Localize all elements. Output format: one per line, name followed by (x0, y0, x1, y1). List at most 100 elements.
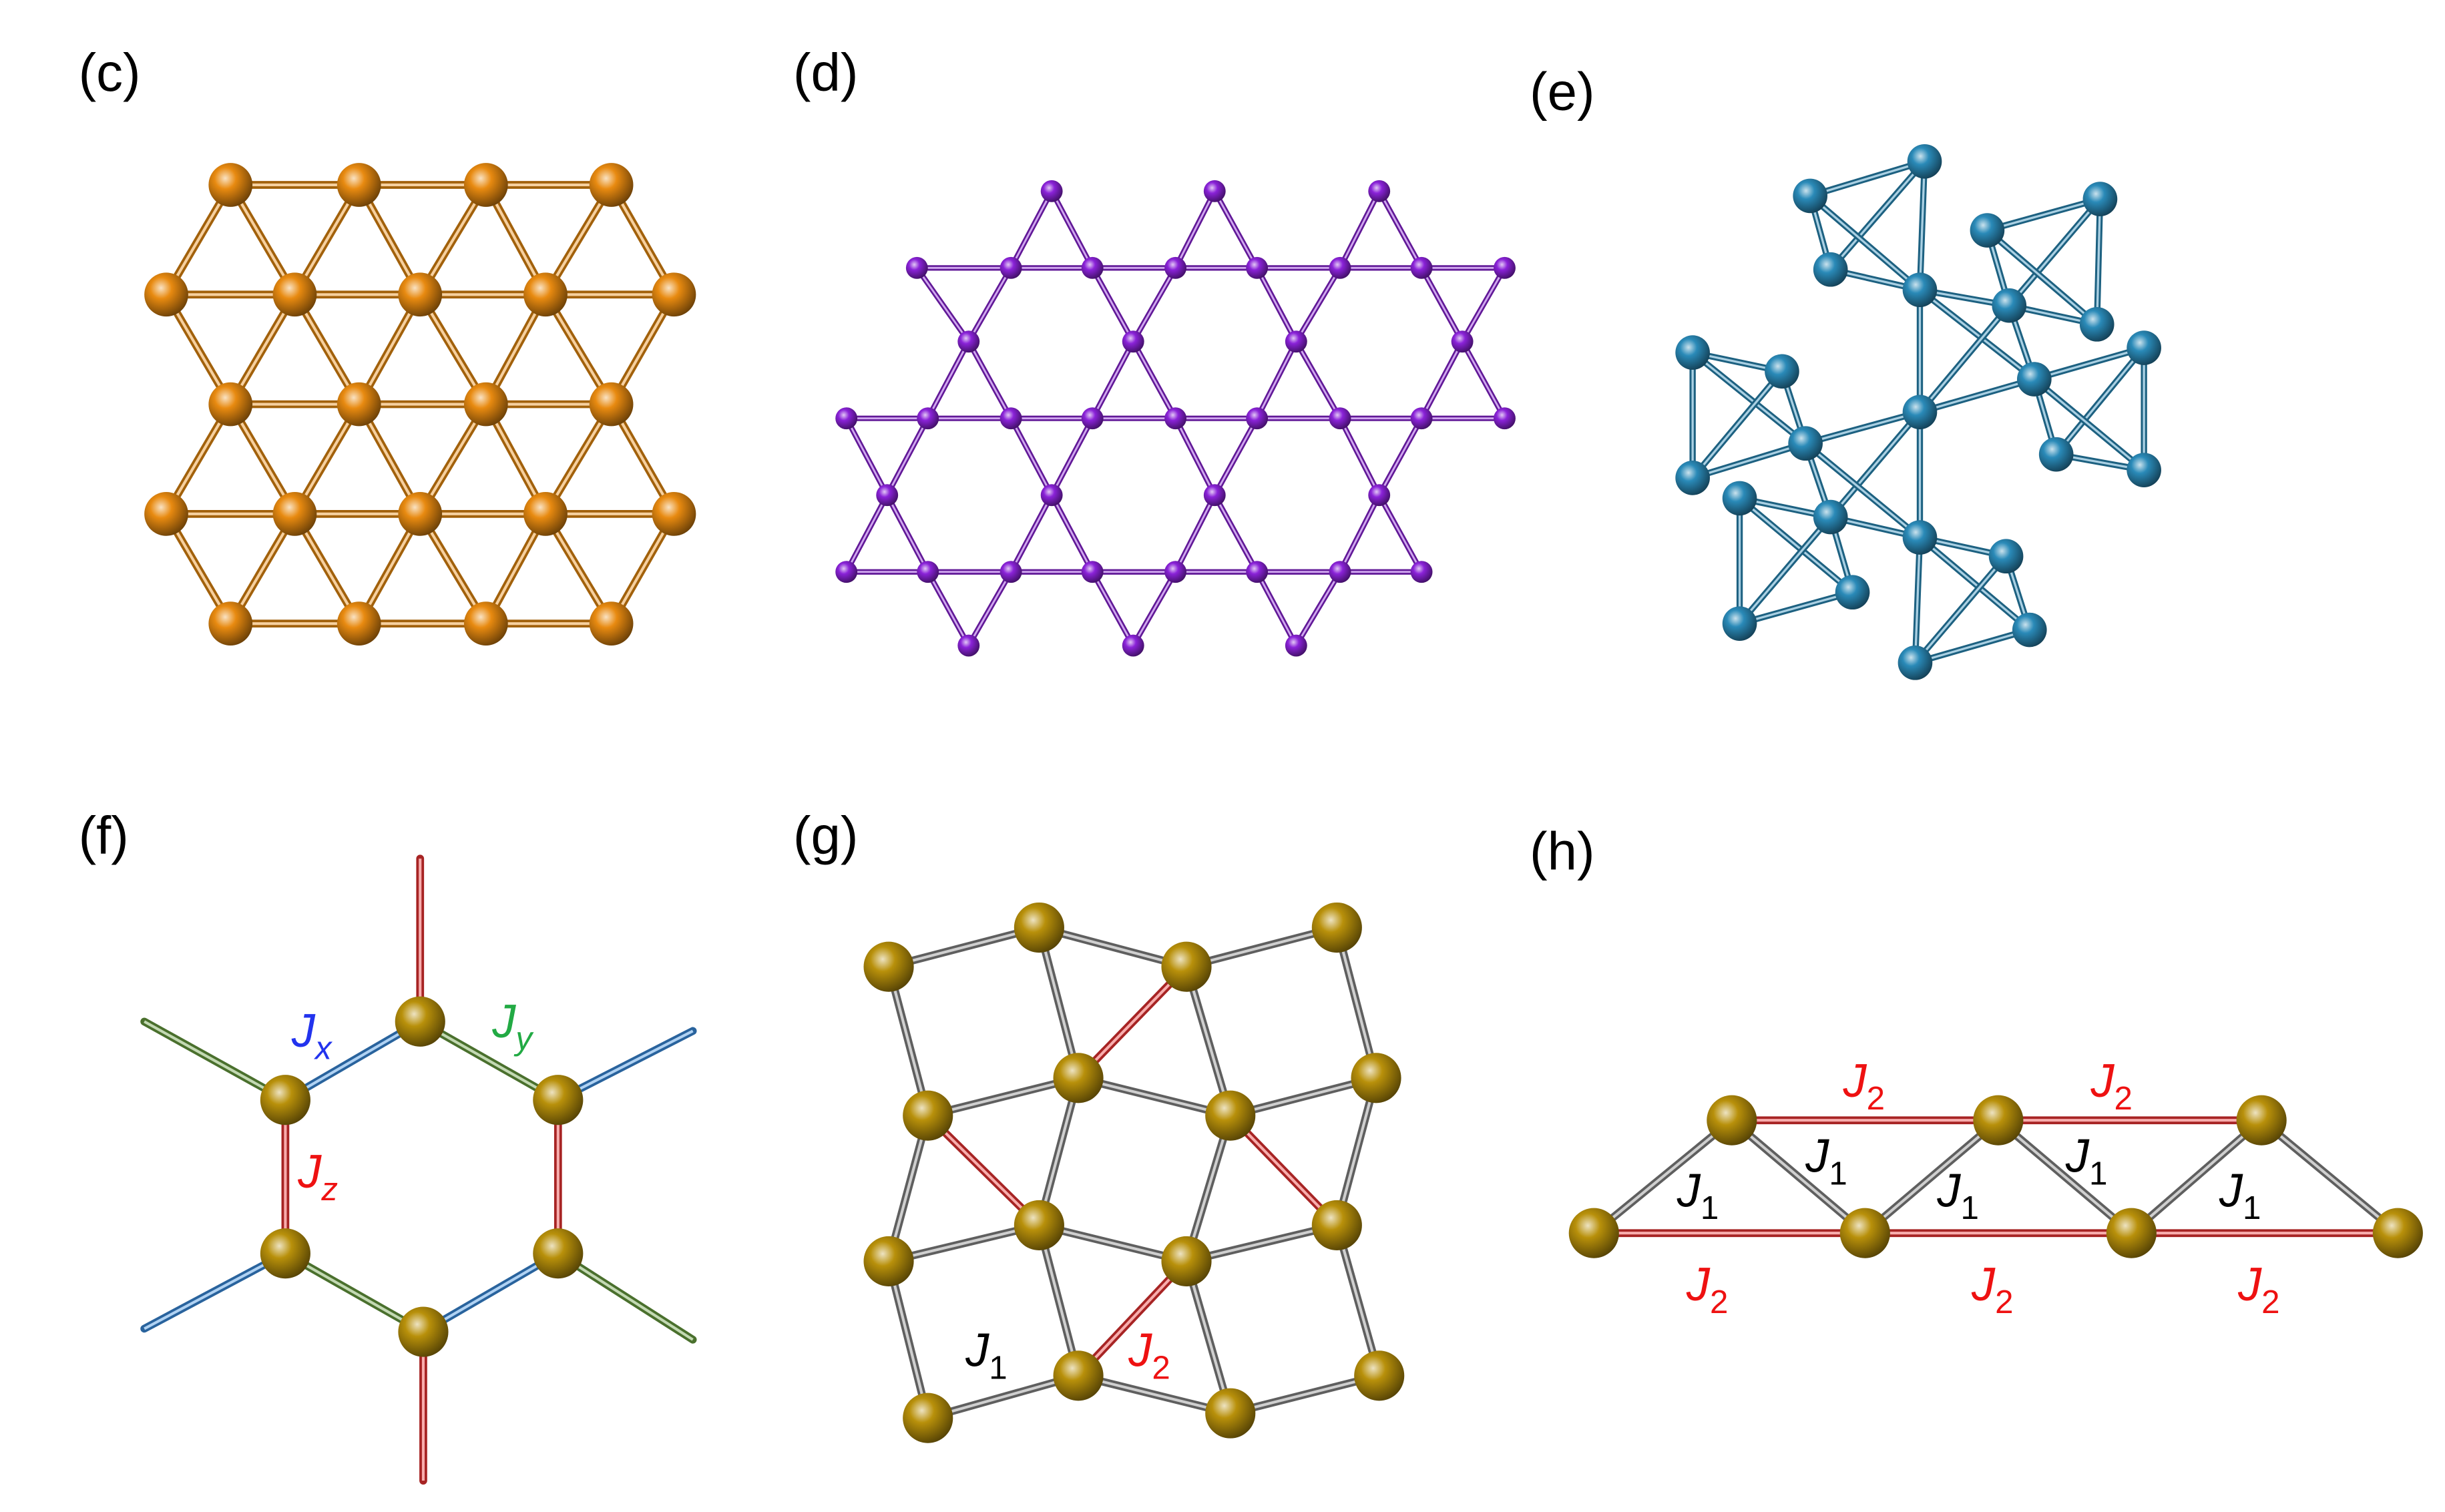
bond-kagome-highlight (967, 571, 1012, 646)
atom-g (903, 1090, 953, 1141)
coupling-subscript: 2 (1867, 1080, 1885, 1117)
bond-kagome-highlight (1420, 341, 1464, 419)
bond-pyrochlore-highlight (2034, 346, 2145, 381)
bond-j1-highlight (1038, 926, 1187, 969)
atom-c (337, 601, 381, 646)
atom-g (1014, 1200, 1064, 1251)
bond-pyrochlore-highlight (1919, 288, 2035, 381)
atom-e (1902, 520, 1938, 555)
bond-kagome-highlight (1132, 340, 1176, 419)
coupling-symbol: J (297, 1145, 322, 1198)
bond-kagome-highlight (927, 341, 970, 419)
atom-c (272, 492, 317, 536)
atom-c (463, 601, 508, 646)
atom-d (1329, 407, 1351, 430)
atom-h (1707, 1095, 1757, 1146)
atom-e (2017, 362, 2052, 397)
atom-g (863, 1236, 914, 1287)
atom-g (1354, 1350, 1405, 1401)
bond-kagome-highlight (886, 495, 929, 573)
bond-j1-highlight (1731, 1119, 1866, 1234)
bond-kagome-highlight (1378, 495, 1423, 573)
atom-e (1902, 272, 1938, 308)
coupling-subscript: 1 (2243, 1190, 2261, 1226)
bond-kagome-highlight (1420, 267, 1464, 342)
bond-pyrochlore-highlight (1914, 628, 2030, 664)
bond-kagome-highlight (927, 571, 970, 646)
coupling-label-h: J2 (1686, 1258, 1729, 1320)
bond-kagome-highlight (1461, 267, 1506, 342)
bond-j1-highlight (2131, 1119, 2263, 1234)
bond-kagome-highlight (1010, 495, 1053, 573)
atom-g (1161, 941, 1212, 992)
coupling-symbol: J (1936, 1164, 1961, 1216)
bond-pyrochlore-highlight (1986, 229, 2098, 326)
bond-y-highlight (419, 1020, 559, 1101)
coupling-subscript: 2 (1152, 1349, 1170, 1386)
atom-e (1902, 395, 1938, 430)
atom-e (2012, 612, 2047, 648)
coupling-symbol: J (2219, 1164, 2243, 1216)
bond-kagome-highlight (1174, 495, 1216, 573)
coupling-label-h: J1 (1805, 1129, 1847, 1192)
bond-kagome-highlight (1339, 190, 1380, 269)
bond-j1-highlight (1230, 1374, 1380, 1415)
bond-j1-highlight (1078, 1076, 1231, 1117)
bond-j1-highlight (888, 1224, 1040, 1263)
atom-c (208, 163, 253, 207)
atom-e (1675, 461, 1710, 495)
atom-d (1203, 180, 1226, 202)
bond-pyrochlore-highlight (1805, 442, 1921, 539)
atom-c (652, 272, 696, 317)
atom-e (1970, 213, 2005, 248)
bond-kagome-highlight (916, 267, 969, 342)
bond-kagome-highlight (1050, 190, 1094, 269)
bond-kagome-highlight (967, 340, 1012, 419)
atom-e (2079, 307, 2115, 342)
bond-pyrochlore-highlight (2096, 199, 2102, 324)
coupling-label-h: J1 (2065, 1129, 2108, 1192)
atom-d (957, 634, 980, 657)
atom-d (1494, 407, 1516, 430)
bond-j1-highlight (1185, 966, 1232, 1116)
atom-h (2236, 1095, 2287, 1146)
atom-d (999, 256, 1022, 279)
coupling-symbol: J (291, 1004, 316, 1057)
panel-label-d: (d) (793, 43, 859, 102)
atom-d (1285, 634, 1307, 657)
bond-j1-highlight (1038, 1077, 1080, 1226)
coupling-subscript: 2 (1710, 1284, 1728, 1320)
bond-kagome-highlight (1050, 418, 1094, 496)
atom-e (2127, 330, 2161, 365)
bond-pyrochlore-highlight (2033, 378, 2145, 471)
bond-pyrochlore-highlight (2055, 347, 2145, 455)
bond-j2-highlight (1077, 1260, 1188, 1377)
atom-d (1494, 256, 1516, 279)
bond-kagome-highlight (1461, 340, 1506, 419)
atom-d (999, 561, 1022, 583)
bond-kagome-highlight (1378, 190, 1423, 269)
atom-d (1164, 256, 1187, 279)
coupling-label-f: Jx (291, 1004, 333, 1067)
bond-j1-highlight (1864, 1119, 2000, 1234)
bond-pyrochlore-highlight (1914, 555, 2007, 664)
atom-d (1081, 561, 1104, 583)
atom-h (1973, 1095, 2024, 1146)
atom-c (652, 492, 696, 536)
coupling-label-h: J2 (1971, 1258, 2014, 1320)
bond-y-highlight (144, 1020, 286, 1101)
atom-c (463, 163, 508, 207)
bond-j1-highlight (1038, 1224, 1080, 1376)
atom-e (1722, 606, 1757, 641)
atom-g (1351, 1053, 1401, 1103)
atom-d (1164, 561, 1187, 583)
atom-g (863, 941, 914, 992)
atom-d (1329, 561, 1351, 583)
bond-j2-highlight (1229, 1114, 1338, 1226)
bond-kagome-highlight (1339, 495, 1380, 573)
bond-pyrochlore-highlight (1919, 304, 2010, 413)
coupling-subscript: x (314, 1030, 333, 1067)
atom-g (1205, 1090, 1256, 1141)
bond-kagome-highlight (1132, 571, 1176, 646)
